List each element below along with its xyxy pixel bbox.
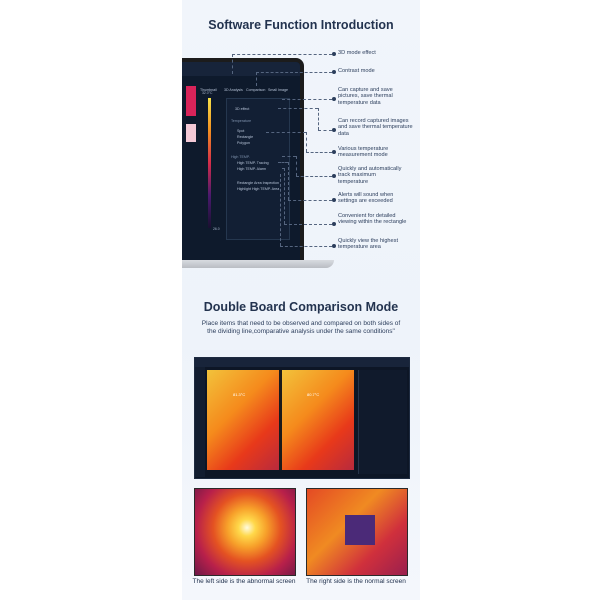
thermal-preview-strip bbox=[186, 86, 196, 116]
callout-line-9b bbox=[280, 246, 332, 247]
menu-header-high-temp: High TEMP. bbox=[231, 155, 250, 159]
callout-dot-8 bbox=[332, 222, 336, 226]
menu-highlight-high-temp-area[interactable]: Highlight High TEMP. Area bbox=[237, 187, 280, 191]
comparison-description: Place items that need to be observed and… bbox=[201, 320, 401, 336]
annotation-rectangle-view: Convenient for detailed viewing within t… bbox=[338, 213, 407, 226]
normal-chip bbox=[345, 515, 375, 545]
caption-left: The left side is the abnormal screen bbox=[192, 578, 296, 585]
callout-dot-5 bbox=[332, 150, 336, 154]
thermal-preview-light bbox=[186, 124, 196, 142]
callout-dot-4 bbox=[332, 128, 336, 132]
menu-3d-effect[interactable]: 3D effect bbox=[235, 107, 250, 111]
callout-line-4b bbox=[318, 130, 332, 131]
callout-vline-1 bbox=[232, 54, 233, 74]
callout-dot-9 bbox=[332, 244, 336, 248]
callout-line-3 bbox=[282, 99, 332, 100]
menu-spot[interactable]: Spot bbox=[237, 129, 245, 133]
abnormal-board-image bbox=[194, 488, 296, 576]
menu-rectangle-area-inspection[interactable]: Rectangle Area Inspection bbox=[237, 181, 279, 185]
annotation-contrast-mode: Contrast mode bbox=[338, 68, 375, 74]
callout-line-8 bbox=[282, 168, 284, 169]
menu-rectangle[interactable]: Rectangle bbox=[237, 135, 254, 139]
callout-vline-5 bbox=[306, 132, 307, 152]
callout-line-6 bbox=[282, 156, 296, 157]
callout-line-5 bbox=[266, 132, 306, 133]
callout-vline-8 bbox=[284, 168, 285, 224]
annotation-highest-area: Quickly view the highest temperature are… bbox=[338, 238, 399, 251]
scale-top-label: 32.0°C bbox=[202, 91, 213, 95]
callout-line-4 bbox=[278, 108, 318, 109]
callout-dot-1 bbox=[332, 52, 336, 56]
callout-vline-2 bbox=[256, 72, 257, 86]
callout-vline-4 bbox=[318, 108, 319, 130]
right-board-thermal bbox=[282, 370, 354, 470]
app-right-panel bbox=[358, 370, 407, 474]
annotation-alerts: Alerts will sound when settings are exce… bbox=[338, 192, 394, 205]
color-scale-bar bbox=[208, 98, 211, 228]
callout-dot-7 bbox=[332, 198, 336, 202]
tab-comparison[interactable]: Comparison bbox=[246, 88, 266, 92]
annotation-3d-mode: 3D mode effect bbox=[338, 50, 376, 56]
section-title-comparison: Double Board Comparison Mode bbox=[203, 300, 399, 314]
tab-thumbnail[interactable]: Thumbnail bbox=[200, 88, 217, 92]
side-menu: 3D effect Temperature Spot Rectangle Pol… bbox=[226, 98, 290, 240]
left-temp-label: 81.3°C bbox=[233, 392, 246, 397]
scale-bottom-label: 26.0 bbox=[213, 227, 220, 231]
callout-line-2 bbox=[256, 72, 332, 73]
normal-board-image bbox=[306, 488, 408, 576]
menu-high-temp-alarm[interactable]: High TEMP. Alarm bbox=[237, 167, 267, 171]
laptop-base bbox=[182, 260, 334, 268]
comparison-app-window: 81.3°C 80.7°C bbox=[194, 357, 410, 479]
right-temp-label: 80.7°C bbox=[307, 392, 320, 397]
callout-dot-6 bbox=[332, 174, 336, 178]
menu-polygon[interactable]: Polygon bbox=[237, 141, 250, 145]
annotation-capture: Can capture and save pictures, save ther… bbox=[338, 87, 393, 106]
callout-line-7 bbox=[278, 162, 288, 163]
tab-3d-analysis[interactable]: 3D Analysis bbox=[224, 88, 243, 92]
annotation-record: Can record captured images and save ther… bbox=[338, 118, 413, 137]
menu-high-temp-tracing[interactable]: High TEMP. Tracing bbox=[237, 161, 269, 165]
app-toolbar bbox=[182, 62, 300, 76]
callout-line-6b bbox=[296, 176, 332, 177]
app-titlebar bbox=[195, 358, 409, 367]
annotation-measurement-mode: Various temperature measurement mode bbox=[338, 146, 389, 159]
menu-header-temperature: Temperature bbox=[231, 119, 252, 123]
annotation-track-max: Quickly and automatically track maximum … bbox=[338, 166, 402, 185]
caption-right: The right side is the normal screen bbox=[306, 578, 406, 585]
tab-small-image[interactable]: Small Image bbox=[268, 88, 288, 92]
callout-line-1 bbox=[232, 54, 332, 55]
dividing-line[interactable] bbox=[279, 370, 282, 470]
product-panel: Software Function Introduction 32.0°C 26… bbox=[182, 0, 420, 600]
callout-vline-6 bbox=[296, 156, 297, 176]
callout-line-8b bbox=[284, 224, 332, 225]
app-left-toolbar bbox=[195, 367, 205, 477]
callout-dot-2 bbox=[332, 70, 336, 74]
callout-line-7b bbox=[288, 200, 332, 201]
left-board-thermal bbox=[207, 370, 279, 470]
callout-vline-9 bbox=[280, 174, 281, 246]
laptop-illustration: 32.0°C 26.0 Thumbnail 3D Analysis Compar… bbox=[182, 58, 334, 270]
callout-vline-7 bbox=[288, 162, 289, 200]
section-title-software: Software Function Introduction bbox=[208, 18, 394, 32]
callout-line-5b bbox=[306, 152, 332, 153]
callout-dot-3 bbox=[332, 97, 336, 101]
